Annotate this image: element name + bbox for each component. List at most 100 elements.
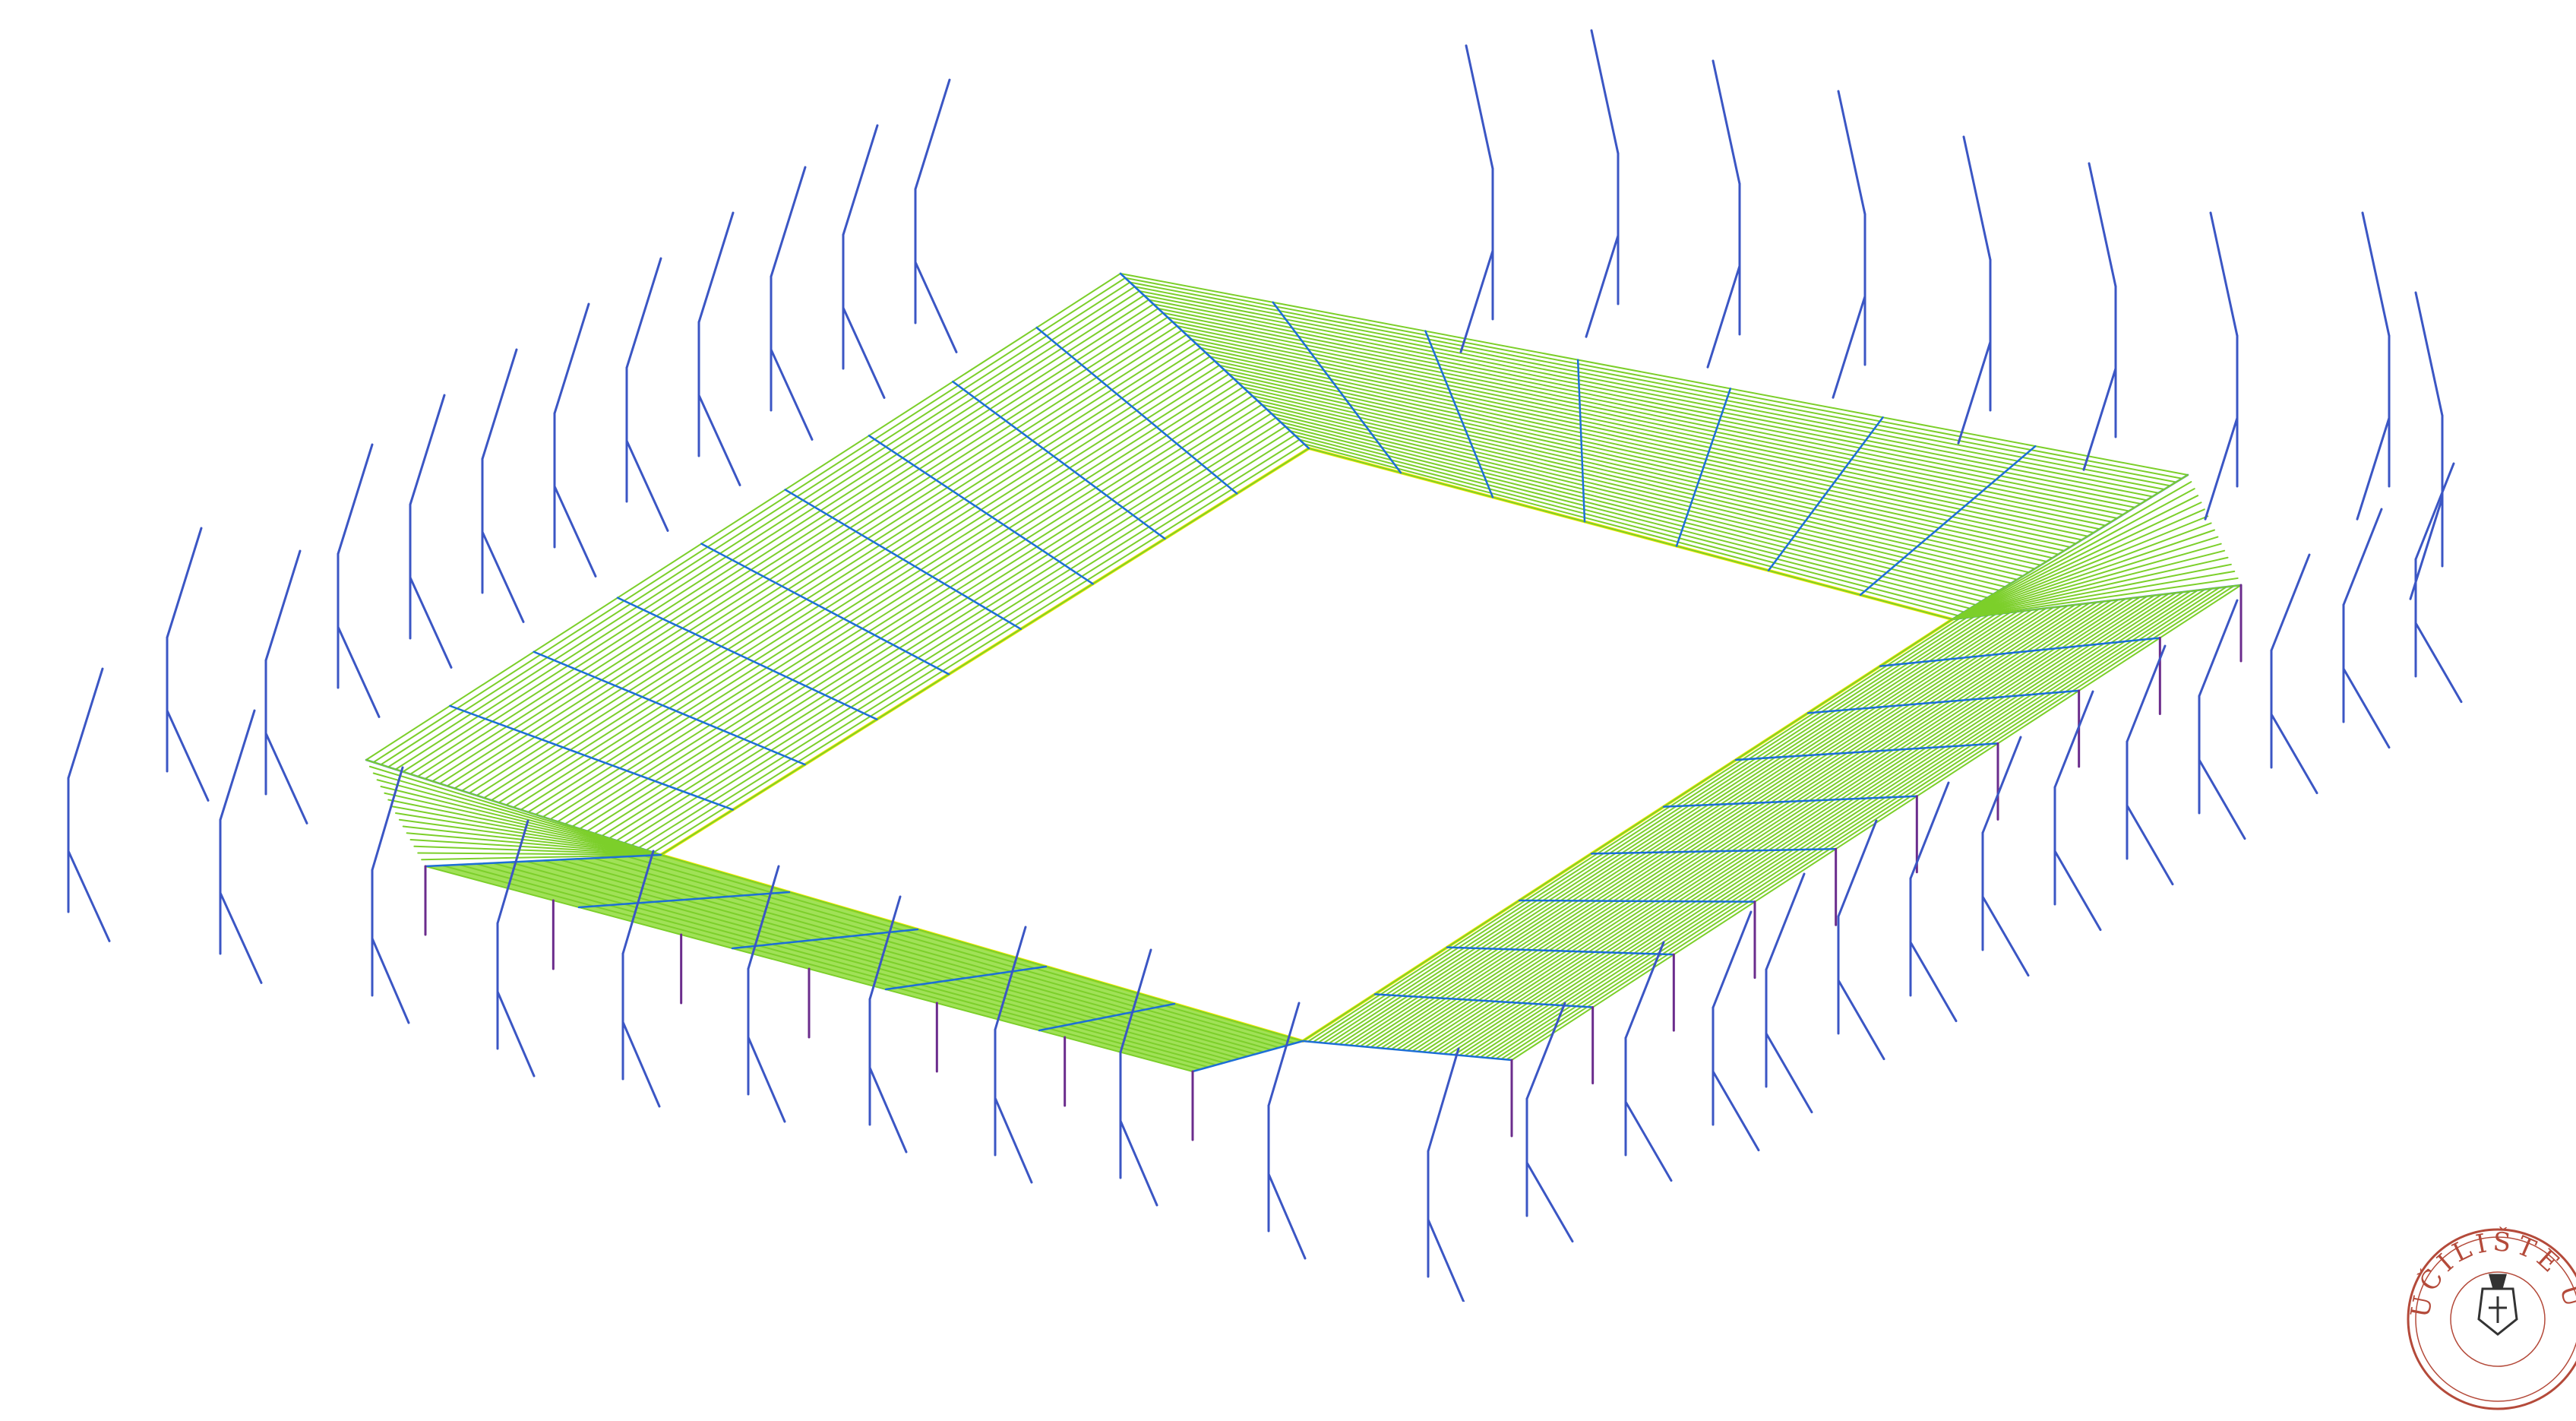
roof-hatch-line xyxy=(441,864,1202,1071)
mast-brace xyxy=(409,576,453,669)
roof-hatch-line xyxy=(476,338,1192,796)
roof-hatch-line xyxy=(1266,408,2006,588)
roof-rib xyxy=(1675,388,1732,547)
mast-brace xyxy=(1427,1218,1465,1302)
roof-hatch-line xyxy=(1333,613,1996,1045)
corner-fan-line xyxy=(409,839,662,856)
mast-top xyxy=(1981,736,2022,834)
mast-brace xyxy=(1909,941,1958,1023)
roof-hatch-line xyxy=(1242,386,2036,570)
roof-hatch-line xyxy=(402,294,1145,773)
roof-hatch-line xyxy=(1209,356,2077,545)
mast-brace xyxy=(1525,1161,1574,1243)
corner-fan-line xyxy=(368,765,662,856)
mast-top xyxy=(2270,553,2311,652)
seal-text: UČILIŠTE U SPLITU xyxy=(2386,1197,2576,1321)
roof-hatch-line xyxy=(372,277,1127,764)
corner-fan-line xyxy=(1952,495,2199,620)
roof-rib xyxy=(1119,272,1310,450)
roof-hatch-line xyxy=(1232,378,2047,562)
roof-hatch-line xyxy=(601,413,1272,837)
roof-hatch-line xyxy=(609,856,1280,1049)
mast-brace xyxy=(1712,1070,1760,1152)
roof-hatch-line xyxy=(645,438,1301,851)
roof-hatch-line xyxy=(1317,616,1975,1043)
roof-hatch-line xyxy=(1479,589,2198,1059)
roof-hatch-line xyxy=(1247,391,2030,574)
roof-hatch-line xyxy=(1464,592,2177,1057)
mast-top xyxy=(1712,59,1741,185)
roof-hatch-line xyxy=(1256,399,2018,581)
roof-hatch-line xyxy=(1500,586,2227,1060)
roof-hatch-line xyxy=(653,443,1305,853)
roof-rib xyxy=(1038,1002,1176,1032)
roof-hatch-line xyxy=(1348,610,2018,1046)
roof-hatch-line xyxy=(1289,430,1977,606)
roof-hatch-line xyxy=(365,273,1121,761)
roof-hatch-line xyxy=(1453,593,2163,1056)
corner-fan-line xyxy=(1952,536,2219,620)
roof-hatch-line xyxy=(424,308,1159,780)
mast-brace xyxy=(496,990,536,1078)
roof-hatch-line xyxy=(1370,607,2047,1049)
corner-fan-line xyxy=(417,852,662,856)
roof-hatch-line xyxy=(1148,299,2154,498)
roof-hatch-line xyxy=(1298,438,1965,613)
roof-rib xyxy=(577,891,791,909)
mast-brace xyxy=(1585,234,1620,338)
mast-top xyxy=(1525,1002,1566,1100)
corner-fan-line xyxy=(380,786,662,856)
mast-brace xyxy=(770,348,814,441)
mast-brace xyxy=(842,306,886,399)
mast-brace xyxy=(337,625,381,718)
mast-top xyxy=(747,865,780,970)
corner-fan-line xyxy=(398,818,662,856)
roof-rib xyxy=(952,380,1166,540)
mast-top xyxy=(409,394,446,506)
mast-brace xyxy=(67,850,111,942)
mast-top xyxy=(264,549,302,662)
roof-hatch-line xyxy=(1386,605,2069,1049)
corner-fan-line xyxy=(1952,529,2215,620)
roof-hatch-line xyxy=(593,857,1272,1051)
roof-hatch-line xyxy=(608,416,1277,840)
mast-brace xyxy=(264,732,308,824)
roof-hatch-line xyxy=(1302,619,1953,1042)
mast-brace xyxy=(2082,367,2117,471)
corner-fan-line xyxy=(1952,584,2242,620)
mast-top xyxy=(2342,508,2383,606)
roof-hatch-line xyxy=(535,373,1230,815)
mast-top xyxy=(994,926,1027,1031)
roof-hatch-line xyxy=(660,448,1310,856)
roof-hatch-line xyxy=(1364,608,2040,1048)
mast-brace xyxy=(2053,850,2102,932)
mast-brace xyxy=(481,530,525,623)
roof-hatch-line xyxy=(1328,614,1990,1045)
mast-top xyxy=(2053,690,2094,789)
corner-fan-line xyxy=(1952,522,2212,620)
roof-hatch-line xyxy=(505,356,1211,806)
roof-rib xyxy=(1301,1040,1513,1062)
svg-text:UČILIŠTE U SPLITU: UČILIŠTE U SPLITU xyxy=(2399,1220,2576,1321)
roof-hatch-line xyxy=(1138,290,2165,490)
roof-hatch-line xyxy=(643,855,1296,1044)
corner-fan-line xyxy=(391,805,662,856)
mast-brace xyxy=(371,937,410,1024)
roof-rib xyxy=(1879,637,2161,667)
mast-top xyxy=(914,78,951,191)
roof-hatch-line xyxy=(468,334,1187,794)
corner-fan-line xyxy=(1952,556,2229,620)
mast-top xyxy=(1837,90,1866,216)
mast-brace xyxy=(1957,340,1992,445)
mast-top xyxy=(371,766,404,872)
mast-brace xyxy=(868,1066,908,1154)
corner-fan-line xyxy=(1952,502,2202,620)
roof-hatch-line xyxy=(1323,615,1982,1044)
mast-brace xyxy=(2414,622,2463,704)
roof-hatch-line xyxy=(1270,413,2000,591)
roof-hatch-line xyxy=(380,281,1131,766)
roof-hatch-line xyxy=(1406,601,2097,1052)
mast-top xyxy=(1119,948,1152,1054)
mast-top xyxy=(770,166,807,278)
roof-hatch-line xyxy=(564,391,1249,825)
